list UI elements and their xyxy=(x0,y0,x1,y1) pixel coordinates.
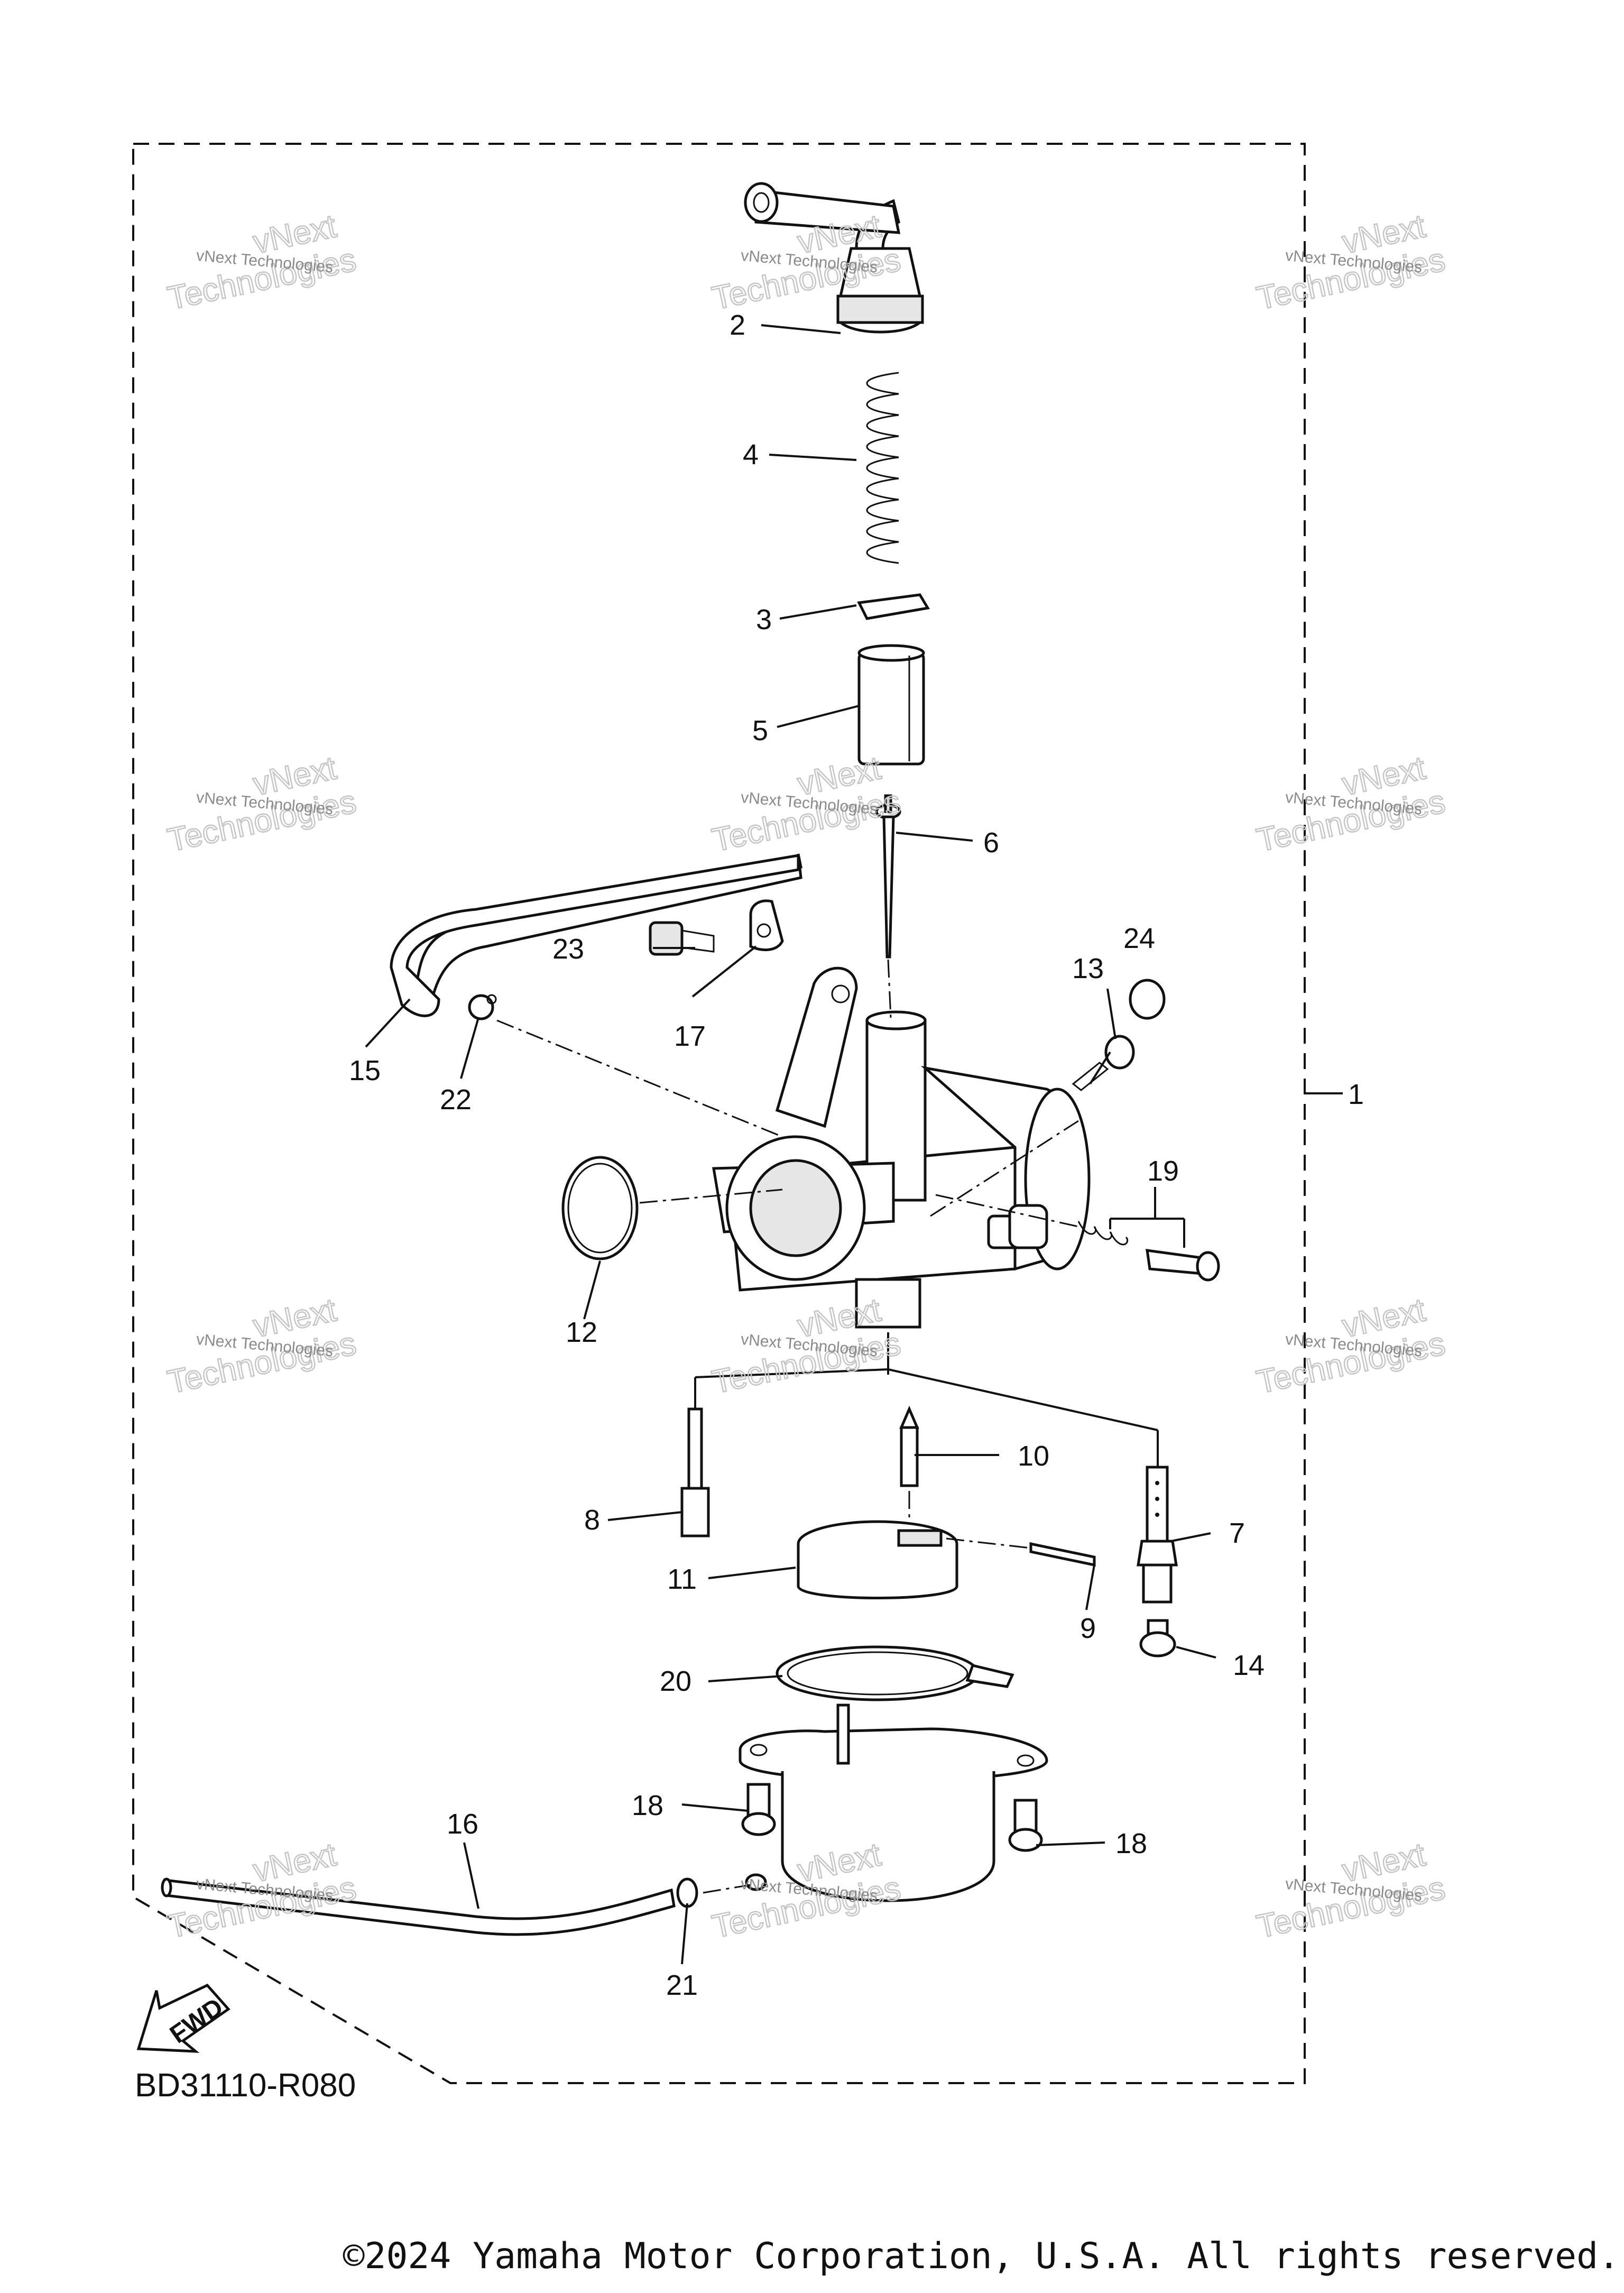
throttle-spring xyxy=(866,372,899,564)
hose-clamp-21 xyxy=(676,1873,767,1908)
o-ring-12 xyxy=(561,1156,639,1260)
part-label: 4 xyxy=(743,439,759,471)
part-label: 5 xyxy=(752,715,768,747)
needle-clip xyxy=(857,593,930,620)
top-cap-with-elbow xyxy=(744,182,924,334)
part-label: 23 xyxy=(552,933,584,965)
part-label: 11 xyxy=(667,1563,697,1595)
alignment-guides xyxy=(496,959,1079,1894)
carburetor-body xyxy=(712,966,1091,1329)
starter-plunger-13 xyxy=(1072,1035,1135,1091)
hose-clamp-22 xyxy=(468,994,497,1020)
part-label: 22 xyxy=(440,1084,472,1116)
leader-lines xyxy=(365,324,1343,1965)
float-chamber xyxy=(739,1703,1048,1902)
needle-valve-10 xyxy=(899,1405,919,1487)
part-label: 12 xyxy=(566,1316,597,1348)
screw-23 xyxy=(649,921,715,956)
float-chamber-gasket-20 xyxy=(776,1645,1014,1701)
part-label: 18 xyxy=(1115,1828,1147,1859)
part-label: 15 xyxy=(349,1055,381,1086)
cap-24 xyxy=(1129,979,1166,1020)
part-label: 13 xyxy=(1072,953,1104,984)
throttle-valve xyxy=(857,644,925,766)
part-label: 24 xyxy=(1123,923,1155,954)
screw-18-left xyxy=(741,1783,776,1836)
part-label: 10 xyxy=(1018,1440,1049,1472)
float-pin-9 xyxy=(1029,1542,1096,1567)
part-label: 19 xyxy=(1147,1155,1179,1187)
part-label: 17 xyxy=(674,1020,706,1052)
part-label: 3 xyxy=(756,604,772,636)
part-label: 14 xyxy=(1233,1650,1265,1681)
diagram-reference-code: BD31110-R080 xyxy=(135,2067,356,2104)
float-11 xyxy=(797,1520,958,1599)
part-label: 21 xyxy=(666,1969,698,2001)
pilot-jet-8 xyxy=(680,1407,710,1537)
drain-hose-16 xyxy=(163,1878,676,1936)
main-nozzle-14 xyxy=(1139,1619,1176,1657)
cable-bracket-17 xyxy=(749,899,784,952)
part-label: 18 xyxy=(632,1790,663,1821)
jet-needle xyxy=(875,794,901,959)
part-label: 2 xyxy=(730,309,745,341)
part-label: 20 xyxy=(660,1665,691,1697)
fwd-arrow-icon: FWD xyxy=(136,1983,230,2053)
assembly-boundary xyxy=(132,143,1306,2084)
throttle-stop-screw-set-19 xyxy=(1077,1221,1220,1282)
part-label: 8 xyxy=(584,1504,600,1536)
copyright-notice: ©2024 Yamaha Motor Corporation, U.S.A. A… xyxy=(343,2235,1620,2277)
jet-tree-lines xyxy=(694,1332,1159,1467)
part-label: 6 xyxy=(983,827,999,859)
part-label: 7 xyxy=(1229,1517,1245,1549)
part-label: 1 xyxy=(1348,1079,1364,1110)
part-label: 16 xyxy=(447,1808,478,1840)
screw-18-right xyxy=(1008,1799,1043,1852)
part-labels: 1 2 3 4 5 6 7 8 9 10 11 12 13 14 15 16 1… xyxy=(349,309,1364,2001)
part-label: 9 xyxy=(1080,1613,1096,1644)
main-jet-7 xyxy=(1137,1466,1178,1604)
